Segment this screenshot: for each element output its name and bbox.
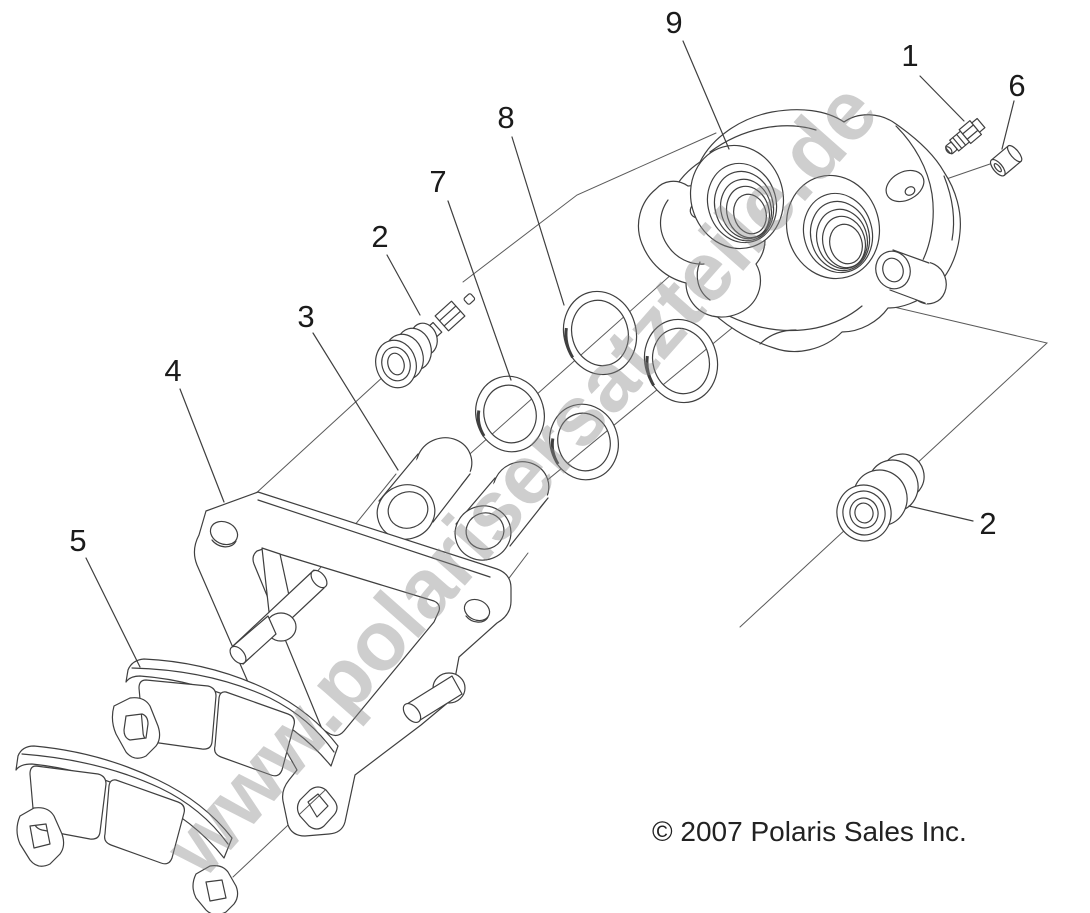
- oring-large-left: [562, 290, 638, 376]
- bleeder-screw-drawing: [945, 117, 986, 155]
- oring-small-left: [475, 375, 545, 453]
- leader-line-2-right: [908, 505, 974, 522]
- leader-line-6: [1001, 100, 1015, 150]
- caliper-body-drawing: [637, 109, 961, 353]
- callout-numbers: 9 1 6 8 7 2 3 4 5 2: [69, 5, 1025, 558]
- piston-right: [454, 461, 550, 561]
- leader-line-2-left: [386, 254, 421, 316]
- callout-4-label: 4: [164, 353, 181, 388]
- copyright-text: © 2007 Polaris Sales Inc.: [652, 816, 967, 847]
- leader-line-1: [919, 75, 965, 122]
- oring-set: [475, 290, 719, 481]
- piston-left: [376, 437, 473, 540]
- bleeder-cap-drawing: [989, 144, 1023, 177]
- piston-pair: [376, 437, 550, 561]
- callout-5-label: 5: [69, 523, 86, 558]
- leader-line-9: [682, 40, 730, 150]
- pin-boot-right: [836, 453, 925, 542]
- leader-line-8: [511, 136, 565, 306]
- callout-6-label: 6: [1008, 68, 1025, 103]
- brake-pad-upper: [111, 658, 339, 777]
- callout-2-right-label: 2: [979, 506, 996, 541]
- leader-line-4: [179, 388, 225, 503]
- leader-lines: [85, 40, 1015, 668]
- callout-2-left-label: 2: [371, 219, 388, 254]
- leader-line-3: [312, 332, 399, 471]
- callout-9-label: 9: [665, 5, 682, 40]
- callout-1-label: 1: [901, 38, 918, 73]
- callout-8-label: 8: [497, 100, 514, 135]
- watermark-text: www.polarisersatzteile.de: [146, 64, 896, 894]
- brake-pad-lower: [15, 745, 239, 913]
- oring-small-right: [549, 403, 619, 481]
- callout-3-label: 3: [297, 299, 314, 334]
- leader-line-5: [85, 557, 141, 668]
- mounting-bracket-drawing: [193, 491, 512, 837]
- callout-7-label: 7: [429, 164, 446, 199]
- guide-pin-with-boot: [375, 293, 476, 389]
- leader-line-7: [447, 200, 512, 381]
- oring-large-right: [643, 318, 719, 404]
